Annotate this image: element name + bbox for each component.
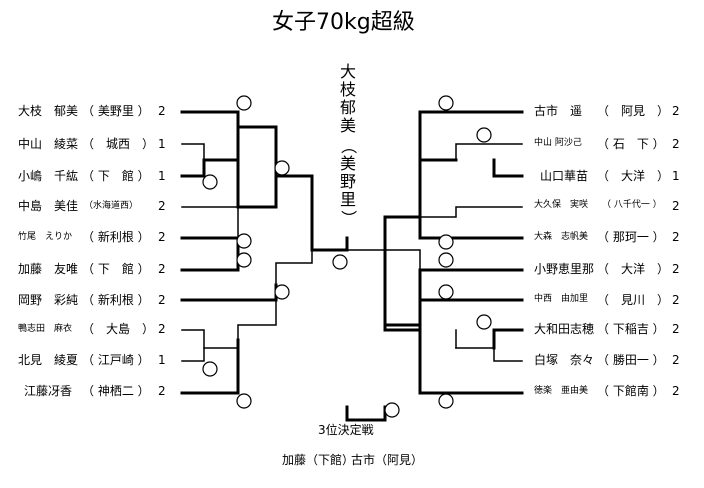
champion-char: 美 [340,116,357,135]
champion-char: 里 [340,190,357,209]
right-entry-score: 2 [672,384,680,398]
left-entry-score: 2 [158,104,166,118]
left-entry-score: 2 [158,199,166,213]
right-entry-score: 1 [672,169,680,183]
right-entry-score: 2 [672,104,680,118]
left-entry-score: 2 [158,230,166,244]
left-entry-name: 大枝 郁美 [18,104,79,118]
champion-char: 美 [340,154,357,173]
right-entry-score: 2 [672,353,680,367]
right-entry-team: （ 八千代一 ） [602,200,662,210]
right-entry-team: （ 下稲吉 ） [597,322,665,336]
left-entry-team: （ 城西 ） [82,137,155,151]
left-entry-score: 1 [158,353,166,367]
right-entry-name: 中山 阿沙己 [534,138,582,148]
left-entry-name: 鴨志田 麻衣 [18,324,73,334]
champion-char: 野 [340,172,357,191]
left-entry-name: 加藤 友唯 [18,262,79,276]
left-entry-score: 1 [158,137,166,151]
right-entry-score: 2 [672,230,680,244]
champion-char: 大 [340,62,357,81]
right-entry-team: （ 見川 ） [597,293,670,307]
right-entry-team: （ 那珂一 ） [597,230,665,244]
right-entry-score: 2 [672,293,680,307]
right-entry-team: （ 大洋 ） [597,169,670,183]
right-entry-team: （ 下館南 ） [597,384,665,398]
left-entry-name: 小嶋 千紘 [18,169,79,183]
left-entry-team: （ 下 館 ） [82,169,150,183]
left-entry-score: 2 [158,384,166,398]
champion-char: 枝 [340,80,357,99]
third-place-left: 加藤（下館） [282,453,355,467]
right-entry-score: 2 [672,322,680,336]
right-entry-score: 2 [672,199,680,213]
page-title: 女子70kg超級 [272,10,415,35]
left-entry-team: （ 大島 ） [82,322,155,336]
left-entry-team: （ 新利根 ） [82,293,150,307]
right-entry-team: （ 勝田一 ） [597,353,665,367]
left-entry-score: 1 [158,169,166,183]
right-entry-team: （ 大洋 ） [597,262,670,276]
left-entry-name: 中島 美佳 [18,199,79,213]
right-entry-name: 大和田志穂 [534,322,595,336]
left-entry-team: （ 下 館 ） [82,262,150,276]
right-entry-name: 大久保 実咲 [534,200,589,210]
third-place-label: 3位決定戦 [318,423,374,437]
right-entry-name: 大森 志帆美 [534,232,589,242]
right-entry-team: （ 石 下 ） [597,137,665,151]
right-entry-name: 白塚 奈々 [534,353,595,367]
right-entry-team: （ 阿見 ） [597,104,670,118]
left-entry-team: （水海道西） [84,201,139,211]
champion-char: 郁 [340,98,357,117]
right-entry-score: 2 [672,137,680,151]
left-entry-team: （ 神栖二 ） [82,384,150,398]
right-entry-score: 2 [672,262,680,276]
right-entry-name: 古市 遥 [534,104,583,118]
left-entry-name: 中山 綾菜 [18,137,79,151]
right-entry-name: 中西 由加里 [534,294,589,304]
right-entry-name: 徳楽 亜由美 [534,386,589,396]
right-entry-name: 小野恵里那 [534,262,595,276]
left-entry-name: 竹尾 えりか [18,232,73,242]
left-entry-team: （ 新利根 ） [82,230,150,244]
left-entry-name: 岡野 彩純 [18,293,79,307]
left-entry-score: 2 [158,262,166,276]
left-entry-name: 北見 綾夏 [18,353,79,367]
right-entry-name: 山口華苗 [540,169,589,183]
left-entry-score: 2 [158,293,166,307]
left-entry-team: （ 江戸崎 ） [82,353,150,367]
third-place-right: 古市（阿見） [351,453,424,467]
left-entry-score: 2 [158,322,166,336]
left-entry-team: （ 美野里 ） [82,104,150,118]
left-entry-name: 江藤冴香 [24,384,73,398]
